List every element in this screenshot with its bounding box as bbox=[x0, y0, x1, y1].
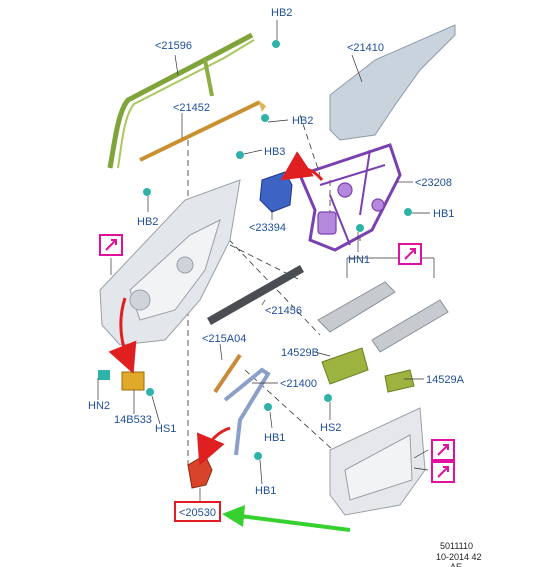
illustration-code: 5011110 bbox=[440, 541, 473, 551]
callout-hb2-left[interactable]: HB2 bbox=[137, 216, 158, 228]
link-icon-door-frame[interactable] bbox=[99, 234, 123, 256]
callout-14b533[interactable]: 14B533 bbox=[114, 414, 152, 426]
latch-parts bbox=[98, 370, 154, 396]
callout-hb2-top[interactable]: HB2 bbox=[271, 7, 292, 19]
callout-21456[interactable]: <21456 bbox=[265, 305, 302, 317]
switch-bezel-parts bbox=[317, 281, 449, 353]
callout-23394[interactable]: <23394 bbox=[249, 222, 286, 234]
callout-21452[interactable]: <21452 bbox=[173, 102, 210, 114]
callout-hs1[interactable]: HS1 bbox=[155, 423, 176, 435]
glass-channel-part bbox=[207, 265, 304, 325]
door-trim-panel-part bbox=[329, 407, 426, 516]
assembly-lines bbox=[187, 114, 361, 471]
relocation-arrows bbox=[108, 151, 324, 466]
callout-hb1-bottom[interactable]: HB1 bbox=[255, 485, 276, 497]
highlight-box bbox=[174, 501, 221, 522]
link-icon-switch-bezels[interactable] bbox=[398, 243, 422, 265]
illustration-date: 10-2014 42 bbox=[436, 552, 482, 562]
callout-hb1-right[interactable]: HB1 bbox=[433, 208, 454, 220]
illustration-extra: AE bbox=[450, 562, 462, 567]
link-icon-trim-panel-lower[interactable] bbox=[431, 461, 455, 483]
callout-20530[interactable]: <20530 bbox=[179, 507, 216, 519]
callout-23208[interactable]: <23208 bbox=[415, 177, 452, 189]
callout-215a04[interactable]: <215A04 bbox=[202, 333, 246, 345]
callout-14529b[interactable]: 14529B bbox=[281, 347, 319, 359]
glass-run-weatherstrip-part bbox=[107, 32, 254, 169]
callout-hn1[interactable]: HN1 bbox=[348, 254, 370, 266]
leader-lines bbox=[97, 20, 435, 503]
callout-14529a[interactable]: 14529A bbox=[426, 374, 465, 386]
molding-part bbox=[213, 353, 242, 394]
window-motor-part bbox=[259, 171, 293, 213]
regulator-drive-part bbox=[187, 454, 213, 489]
rear-glass-channel-part bbox=[223, 367, 271, 456]
callout-hs2[interactable]: HS2 bbox=[320, 422, 341, 434]
callout-21596[interactable]: <21596 bbox=[155, 40, 192, 52]
door-inner-frame-part bbox=[99, 179, 241, 346]
callout-hb1-mid[interactable]: HB1 bbox=[264, 432, 285, 444]
pointer-arrow bbox=[222, 505, 351, 532]
callout-hb3[interactable]: HB3 bbox=[264, 146, 285, 158]
callout-21410[interactable]: <21410 bbox=[347, 42, 384, 54]
belt-weatherstrip-part bbox=[139, 100, 261, 162]
callout-21400[interactable]: <21400 bbox=[280, 378, 317, 390]
callout-hn2[interactable]: HN2 bbox=[88, 400, 110, 412]
window-regulator-part bbox=[297, 143, 402, 252]
link-icon-trim-panel-upper[interactable] bbox=[431, 439, 455, 461]
callout-hb2-mid[interactable]: HB2 bbox=[292, 115, 313, 127]
window-glass-part bbox=[329, 24, 456, 141]
window-switch-parts bbox=[321, 347, 415, 393]
fastener-parts bbox=[143, 40, 412, 460]
